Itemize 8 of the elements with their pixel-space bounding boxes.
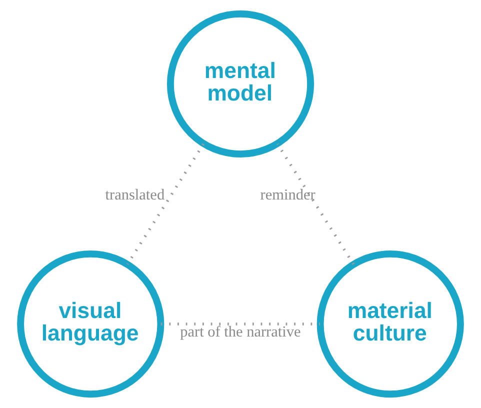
edge-label: reminder xyxy=(260,186,316,204)
connector xyxy=(276,143,355,265)
connector xyxy=(126,143,205,265)
node-circle: visual language xyxy=(17,250,164,398)
node-circle: material culture xyxy=(316,250,464,398)
edge-label: translated xyxy=(105,186,165,204)
edge-label: part of the narrative xyxy=(180,323,301,340)
node-circle: mental model xyxy=(166,10,314,158)
